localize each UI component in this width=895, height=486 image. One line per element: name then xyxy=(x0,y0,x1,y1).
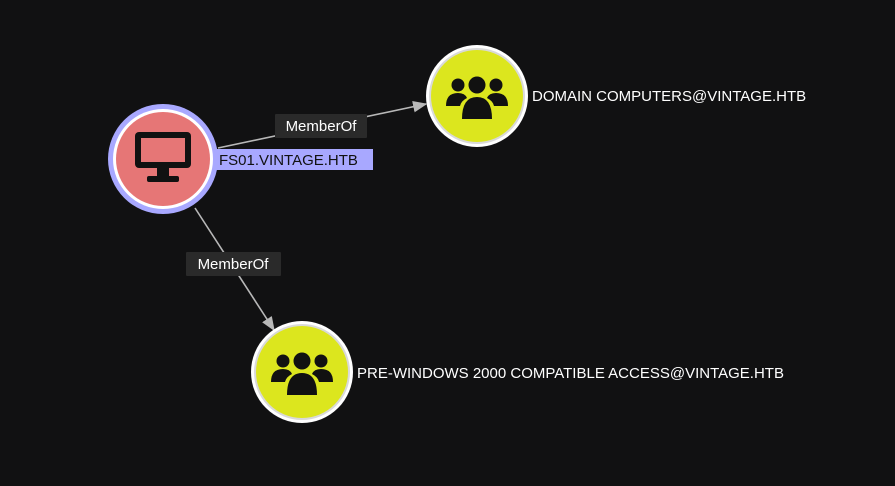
edge-memberof-pre-win2000[interactable]: MemberOf xyxy=(186,207,281,332)
edge-memberof-domain-computers[interactable]: MemberOf xyxy=(217,101,428,149)
nodes-layer: FS01.VINTAGE.HTB DOMAIN COMPUTERS@VINTAG… xyxy=(108,45,806,423)
node-pre-win2000-group[interactable]: PRE-WINDOWS 2000 COMPATIBLE ACCESS@VINTA… xyxy=(251,321,784,423)
users-group-icon xyxy=(446,76,508,119)
node-label: DOMAIN COMPUTERS@VINTAGE.HTB xyxy=(532,88,806,105)
users-group-icon xyxy=(271,352,333,395)
edge-label-background xyxy=(275,114,367,138)
node-label: PRE-WINDOWS 2000 COMPATIBLE ACCESS@VINTA… xyxy=(357,365,784,382)
node-domain-computers-group[interactable]: DOMAIN COMPUTERS@VINTAGE.HTB xyxy=(426,45,806,147)
edge-label: MemberOf xyxy=(286,118,358,135)
edge-label: MemberOf xyxy=(198,256,270,273)
monitor-icon xyxy=(135,132,191,182)
node-label-highlight xyxy=(216,149,373,170)
node-fill xyxy=(256,326,348,418)
node-fs01-computer[interactable]: FS01.VINTAGE.HTB xyxy=(108,104,373,214)
node-fill xyxy=(431,50,523,142)
edge-label-background xyxy=(186,252,281,276)
edges-layer: MemberOf MemberOf xyxy=(186,101,428,332)
node-label: FS01.VINTAGE.HTB xyxy=(219,152,358,169)
